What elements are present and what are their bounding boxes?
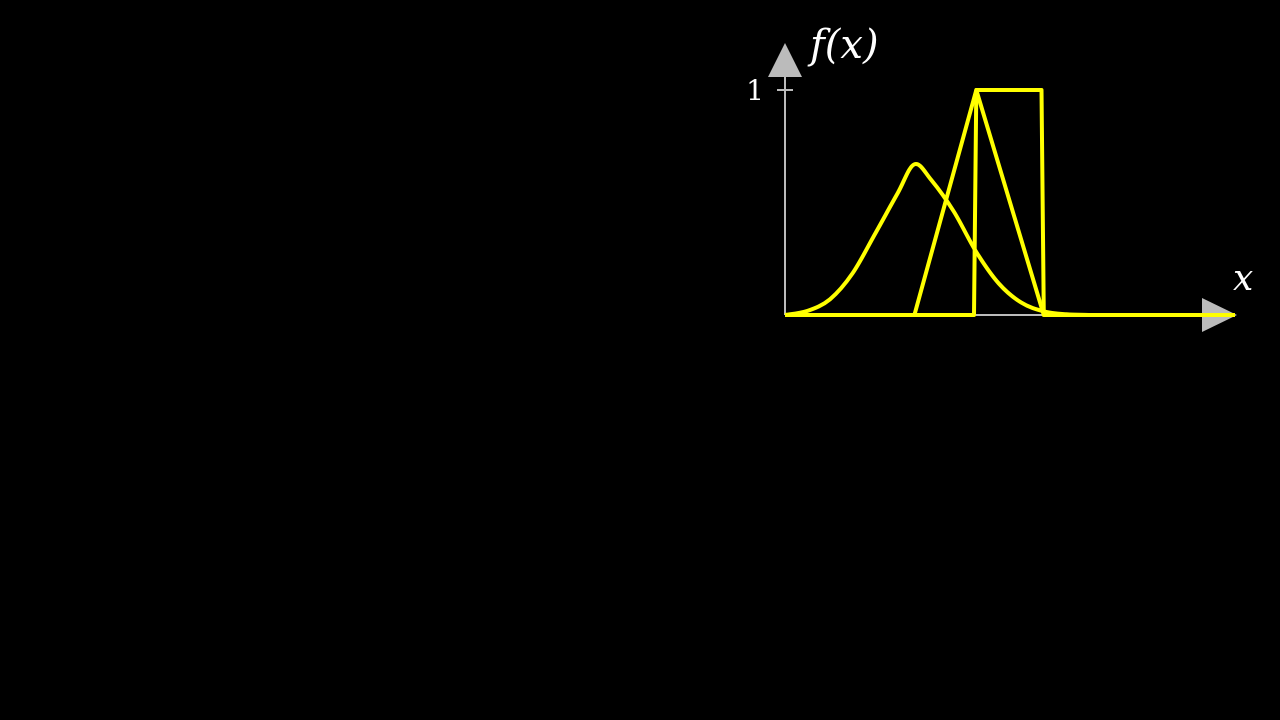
y-axis-arrowhead bbox=[768, 43, 802, 77]
y-axis-label: f(x) bbox=[807, 22, 879, 68]
y-tick-label: 1 bbox=[746, 74, 764, 107]
curves bbox=[784, 88, 1235, 317]
gaussian-curve bbox=[784, 162, 1089, 317]
rectangle-curve bbox=[785, 88, 1235, 317]
triangle-curve bbox=[912, 88, 1046, 316]
labels: 1 f(x) x bbox=[746, 22, 1253, 299]
x-axis-label: x bbox=[1233, 258, 1253, 299]
